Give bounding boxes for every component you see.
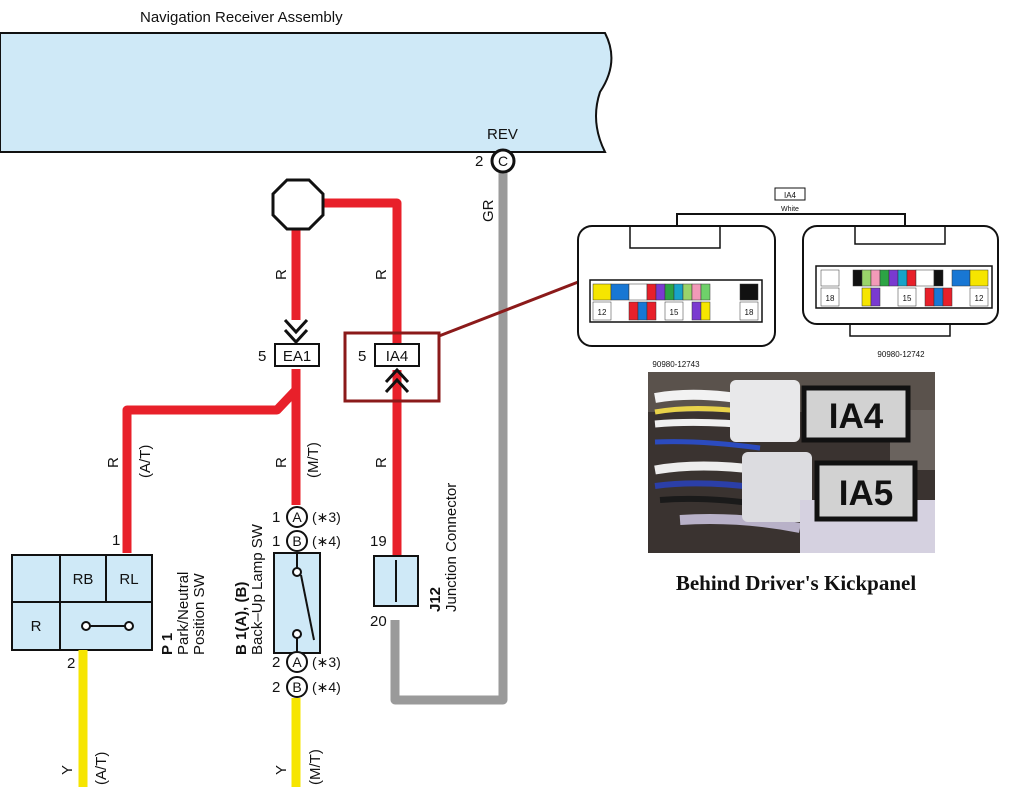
ea1-connector-box[interactable] — [274, 343, 320, 367]
photo-label-ia4: IA4 — [829, 397, 884, 436]
rev-pin-label: REV — [487, 126, 518, 143]
b1-pin-1b: 1 — [272, 533, 280, 550]
p1-rb: RB — [73, 571, 94, 588]
p1-pin-bottom: 2 — [67, 655, 75, 672]
pinout-color: White — [781, 206, 799, 213]
b1-switch-icon — [292, 553, 315, 653]
splice-octagon — [271, 178, 325, 231]
j12-id: J12 — [427, 587, 444, 612]
photo-label-ia5-box — [814, 460, 918, 522]
svg-text:B: B — [292, 679, 301, 695]
b1-pin-2b: 2 — [272, 679, 280, 696]
b1-name: Back–Up Lamp SW — [249, 523, 266, 655]
red-wires — [122, 198, 402, 555]
r-wire-label-mt: R — [273, 457, 290, 468]
svg-text:A: A — [292, 654, 302, 670]
b1-connector-b-top: B — [286, 530, 308, 552]
svg-text:18: 18 — [826, 294, 835, 303]
svg-text:15: 15 — [903, 294, 912, 303]
ea1-pin: 5 — [258, 348, 266, 365]
b1-connector-a-top: A — [286, 506, 308, 528]
svg-text:15: 15 — [670, 308, 679, 317]
photo-caption: Behind Driver's Kickpanel — [676, 571, 917, 595]
y-wire-label-mt: Y — [273, 765, 290, 775]
photo-label-ia5: IA5 — [839, 474, 893, 513]
mt-tag: (M/T) — [305, 442, 322, 478]
p1-name-1: Park/Neutral — [175, 572, 192, 655]
photo-label-ia4-box — [801, 385, 911, 443]
rev-pin-number: 2 — [475, 153, 483, 170]
part-number-left: 90980-12743 — [652, 360, 700, 369]
b1-connector-a-bottom: A — [286, 651, 308, 673]
j12-pin-bottom: 20 — [370, 613, 387, 630]
navigation-receiver-box[interactable] — [0, 32, 613, 153]
j12-pin-top: 19 — [370, 533, 387, 550]
svg-text:A: A — [292, 509, 302, 525]
j12-name: Junction Connector — [443, 483, 460, 612]
y-mt-tag: (M/T) — [307, 749, 324, 785]
ia4-connector-name: IA4 — [386, 348, 409, 365]
ia4-connector-box[interactable] — [374, 343, 420, 367]
kickpanel-photo: IA4 IA5 — [648, 372, 935, 553]
ia4-chevron-icon — [384, 367, 410, 394]
at-tag: (A/T) — [137, 445, 154, 478]
b1-note-3-top: (∗3) — [312, 509, 341, 525]
gr-wire-label: GR — [480, 199, 497, 222]
ea1-connector-name: EA1 — [283, 348, 311, 365]
gray-wire-rev — [390, 172, 508, 705]
p1-pin-top: 1 — [112, 532, 120, 549]
r-wire-label-1: R — [273, 269, 290, 280]
rev-pin-circle — [490, 148, 516, 174]
rev-pin-letter: C — [498, 153, 508, 169]
y-wire-label-at: Y — [59, 765, 76, 775]
ia4-pin: 5 — [358, 348, 366, 365]
connector-pinout-diagram: IA4 White 12 15 — [577, 187, 999, 369]
b1-note-4-top: (∗4) — [312, 533, 341, 549]
b1-connector-b-bottom: B — [286, 676, 308, 698]
r-wire-label-2: R — [373, 269, 390, 280]
pinout-tag: IA4 — [784, 191, 797, 200]
p1-name-2: Position SW — [191, 572, 208, 655]
b1-note-3-bottom: (∗3) — [312, 654, 341, 670]
b1-note-4-bottom: (∗4) — [312, 679, 341, 695]
svg-text:12: 12 — [975, 294, 984, 303]
p1-id: P 1 — [159, 633, 176, 655]
connector-left-pins — [592, 283, 759, 321]
b1-pin-2a: 2 — [272, 654, 280, 671]
svg-text:B: B — [292, 533, 301, 549]
ia4-highlight-box — [343, 331, 441, 403]
svg-text:18: 18 — [745, 308, 754, 317]
connector-right-pins — [820, 269, 989, 307]
p1-rl: RL — [119, 571, 138, 588]
assembly-title: Navigation Receiver Assembly — [140, 9, 343, 26]
b1-id: B 1(A), (B) — [233, 582, 250, 655]
ea1-chevron-icon — [283, 318, 309, 345]
r-wire-label-3: R — [373, 457, 390, 468]
p1-switch-icon — [81, 621, 134, 631]
svg-text:12: 12 — [598, 308, 607, 317]
part-number-right: 90980-12742 — [877, 350, 925, 359]
y-at-tag: (A/T) — [93, 752, 110, 785]
p1-r: R — [31, 618, 42, 635]
b1-pin-1a: 1 — [272, 509, 280, 526]
r-wire-label-at: R — [105, 457, 122, 468]
